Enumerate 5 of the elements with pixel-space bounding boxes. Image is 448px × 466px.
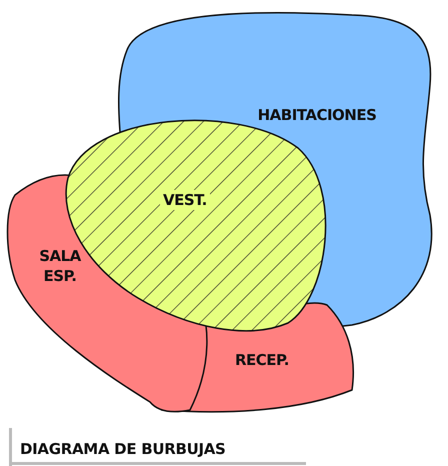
diagram-caption: DIAGRAMA DE BURBUJAS [20,440,226,458]
bubble-label: HABITACIONES [256,105,378,126]
bubble-label: SALA ESP. [38,246,82,286]
bubble-label: VEST. [160,190,210,210]
bubble-label: RECEP. [234,350,290,370]
